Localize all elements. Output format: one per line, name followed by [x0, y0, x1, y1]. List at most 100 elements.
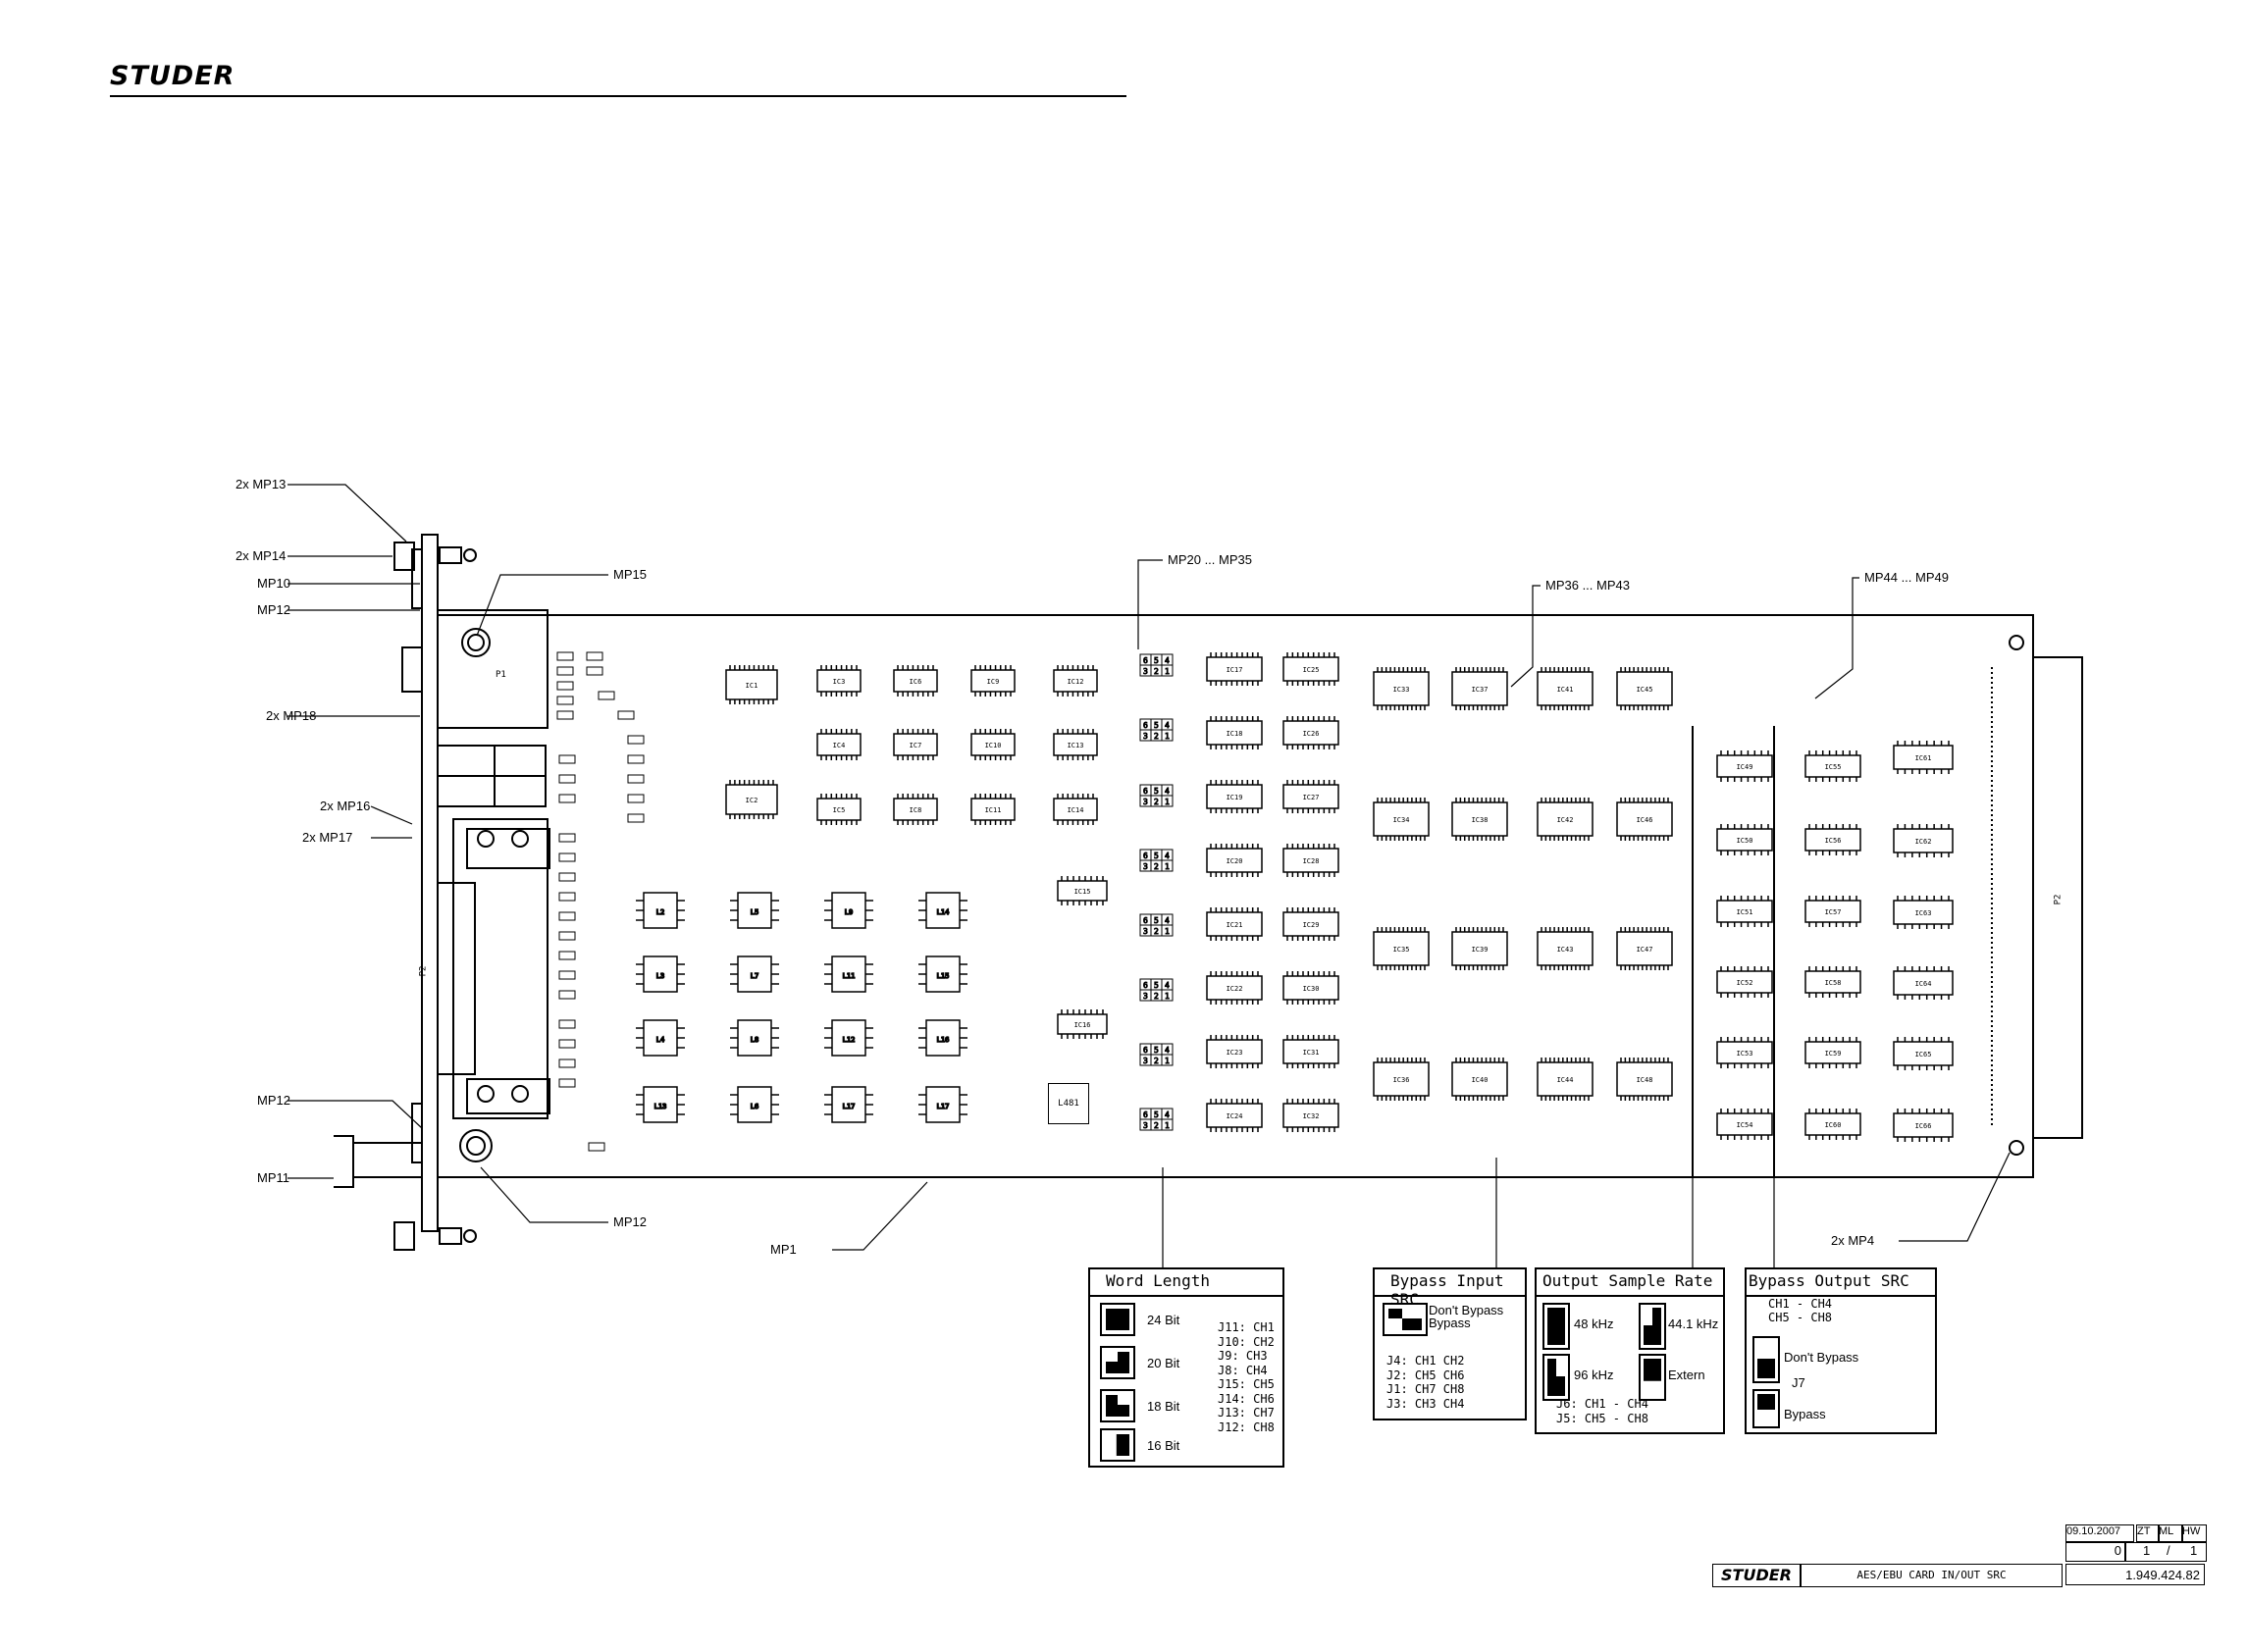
tb-sheet: 1	[2143, 1543, 2151, 1558]
ic-ic16: IC16	[1057, 1009, 1108, 1039]
connector-p2-right-label: P2	[2053, 894, 2064, 905]
svg-text:IC33: IC33	[1393, 686, 1410, 694]
svg-text:1: 1	[1165, 927, 1170, 936]
legend-bypass-output-title: Bypass Output SRC	[1749, 1271, 1909, 1290]
svg-text:2: 2	[1154, 732, 1159, 741]
studer-logo: STUDER	[110, 61, 235, 91]
svg-text:1: 1	[1165, 992, 1170, 1001]
svg-text:3: 3	[1143, 992, 1148, 1001]
tb-rev: 0	[2065, 1542, 2126, 1562]
inductor-l481: L481	[1048, 1083, 1089, 1124]
svg-text:IC17: IC17	[1227, 666, 1243, 674]
ic-ic17: IC17	[1206, 652, 1263, 686]
svg-text:4: 4	[1165, 916, 1170, 925]
passive-component	[586, 651, 603, 661]
ic-ic22: IC22	[1206, 971, 1263, 1005]
jumper-symbol-48k	[1542, 1303, 1570, 1350]
ic-ic28: IC28	[1282, 844, 1339, 877]
svg-text:IC10: IC10	[985, 742, 1002, 749]
tb-hw: HW	[2181, 1524, 2207, 1542]
svg-text:IC26: IC26	[1303, 730, 1320, 738]
legend-output-rate-title: Output Sample Rate	[1542, 1271, 1713, 1290]
ic-ic46: IC46	[1616, 798, 1673, 841]
option-18bit: 18 Bit	[1147, 1399, 1180, 1414]
callout-mp20-35: MP20 ... MP35	[1168, 552, 1252, 567]
svg-text:4: 4	[1165, 981, 1170, 990]
svg-text:IC58: IC58	[1825, 979, 1842, 987]
bo-ch-b: CH5 - CH8	[1768, 1311, 1833, 1324]
svg-text:L17: L17	[843, 1103, 856, 1110]
connector-p2-left-label: P2	[418, 965, 429, 977]
jumper-symbol-18bit	[1100, 1389, 1135, 1422]
ic-ic39: IC39	[1451, 927, 1508, 970]
option-extern: Extern	[1668, 1368, 1705, 1382]
svg-text:IC60: IC60	[1825, 1121, 1842, 1129]
svg-text:5: 5	[1154, 1046, 1159, 1055]
jumper-symbol-441k	[1639, 1303, 1666, 1350]
passive-component	[558, 1058, 576, 1068]
passive-component	[556, 651, 574, 661]
svg-text:IC62: IC62	[1915, 838, 1932, 846]
svg-text:IC25: IC25	[1303, 666, 1320, 674]
ic-ic18: IC18	[1206, 716, 1263, 749]
svg-text:4: 4	[1165, 721, 1170, 730]
svg-text:2: 2	[1154, 927, 1159, 936]
legend-word-length: Word Length 24 Bit 20 Bit 18 Bit 16 Bit …	[1088, 1267, 1284, 1468]
optocoupler-l12: L12	[824, 1019, 873, 1057]
passive-component	[556, 666, 574, 676]
ic-ic12: IC12	[1053, 665, 1098, 697]
header-rule	[110, 95, 1126, 97]
svg-text:IC37: IC37	[1472, 686, 1489, 694]
ic-ic6: IC6	[893, 665, 938, 697]
wl-map-2: J9: CH3	[1218, 1349, 1268, 1363]
svg-text:L8: L8	[751, 1036, 758, 1044]
svg-text:2: 2	[1154, 1057, 1159, 1065]
optocoupler-l13: L13	[636, 1086, 685, 1123]
bi-map-2: J1: CH7 CH8	[1386, 1382, 1465, 1396]
svg-text:IC64: IC64	[1915, 980, 1932, 988]
svg-text:IC1: IC1	[746, 682, 758, 690]
tb-date: 09.10.2007	[2065, 1524, 2134, 1542]
svg-text:L13: L13	[654, 1103, 667, 1110]
bo-jumper-j7: J7	[1792, 1375, 1805, 1390]
tb-sheet-box: 1 / 1	[2124, 1542, 2207, 1562]
optocoupler-l11: L11	[824, 955, 873, 993]
callout-mp13: 2x MP13	[235, 477, 287, 491]
svg-text:1: 1	[1165, 732, 1170, 741]
passive-component	[556, 696, 574, 705]
svg-text:IC12: IC12	[1068, 678, 1084, 686]
bo-ch-a: CH1 - CH4	[1768, 1297, 1833, 1311]
svg-text:L9: L9	[845, 908, 853, 916]
jumper-symbol-24bit	[1100, 1303, 1135, 1336]
svg-text:IC56: IC56	[1825, 837, 1842, 845]
ic-ic60: IC60	[1804, 1109, 1861, 1140]
optocoupler-l2: L2	[636, 892, 685, 929]
svg-text:6: 6	[1143, 916, 1148, 925]
ic-ic34: IC34	[1373, 798, 1430, 841]
wl-map-1: J10: CH2	[1218, 1334, 1275, 1349]
svg-text:L17: L17	[937, 1103, 950, 1110]
ic-ic14: IC14	[1053, 794, 1098, 825]
optocoupler-l5: L5	[730, 892, 779, 929]
svg-text:1: 1	[1165, 1121, 1170, 1130]
optocoupler-l16: L16	[918, 1019, 967, 1057]
svg-text:4: 4	[1165, 1046, 1170, 1055]
svg-text:5: 5	[1154, 1110, 1159, 1119]
svg-text:IC4: IC4	[833, 742, 846, 749]
svg-text:IC27: IC27	[1303, 794, 1320, 801]
ic-ic10: IC10	[970, 729, 1016, 760]
optocoupler-l6: L6	[730, 1086, 779, 1123]
option-bypass-out: Bypass	[1784, 1407, 1826, 1421]
ic-ic21: IC21	[1206, 907, 1263, 941]
svg-text:IC13: IC13	[1068, 742, 1084, 749]
ic-ic11: IC11	[970, 794, 1016, 825]
ic-ic42: IC42	[1537, 798, 1594, 841]
svg-text:IC29: IC29	[1303, 921, 1320, 929]
ic-ic56: IC56	[1804, 824, 1861, 855]
